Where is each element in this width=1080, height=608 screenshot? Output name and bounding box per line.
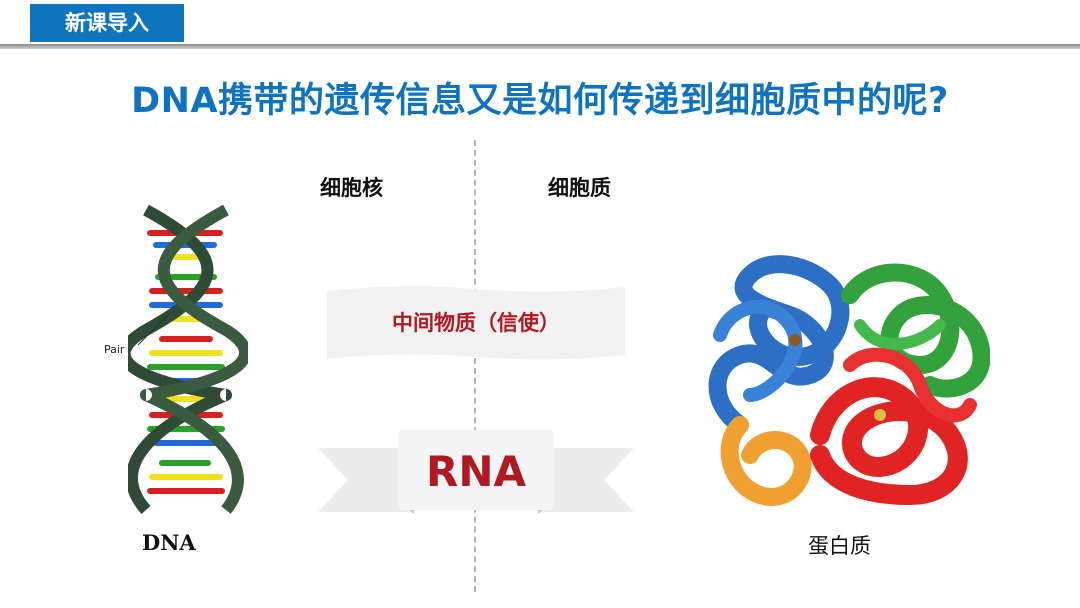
ribbon-shape (318, 430, 634, 514)
nucleus-label: 细胞核 (320, 176, 383, 200)
rna-banner: RNA (318, 430, 634, 520)
nucleus-cytoplasm-divider (474, 140, 476, 592)
section-tag: 新课导入 (30, 4, 184, 42)
dna-helix-image (128, 205, 248, 514)
intermediate-banner: 中间物质（信使） (323, 283, 629, 363)
protein-caption: 蛋白质 (808, 534, 871, 558)
header-rule (0, 44, 1080, 49)
dna-caption: DNA (142, 530, 196, 555)
pair-label: Pair (104, 343, 125, 356)
intermediate-label: 中间物质（信使） (392, 311, 560, 335)
page-title: DNA携带的遗传信息又是如何传递到细胞质中的呢? (131, 81, 949, 121)
rna-label: RNA (426, 447, 526, 496)
banner-shape (327, 286, 625, 360)
cytoplasm-label: 细胞质 (548, 176, 611, 200)
protein-structure-image (708, 255, 990, 506)
